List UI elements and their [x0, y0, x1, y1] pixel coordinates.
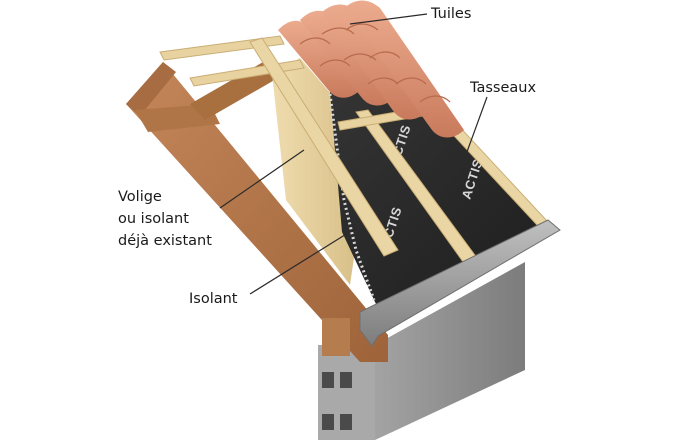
battens [159, 35, 549, 267]
leader-lines [219, 13, 488, 295]
label-isolant: Isolant [189, 291, 238, 307]
label-volige-line3: déjà existant [118, 233, 212, 249]
block-wall [318, 262, 525, 440]
label-volige-line1: Volige [118, 189, 162, 205]
label-volige: Volige ou isolant déjà existant [118, 186, 212, 252]
label-volige-line2: ou isolant [118, 211, 189, 227]
label-tasseaux: Tasseaux [470, 80, 537, 96]
roof-tiles [278, 0, 464, 138]
gutter [359, 219, 561, 347]
label-tuiles: Tuiles [431, 6, 472, 22]
